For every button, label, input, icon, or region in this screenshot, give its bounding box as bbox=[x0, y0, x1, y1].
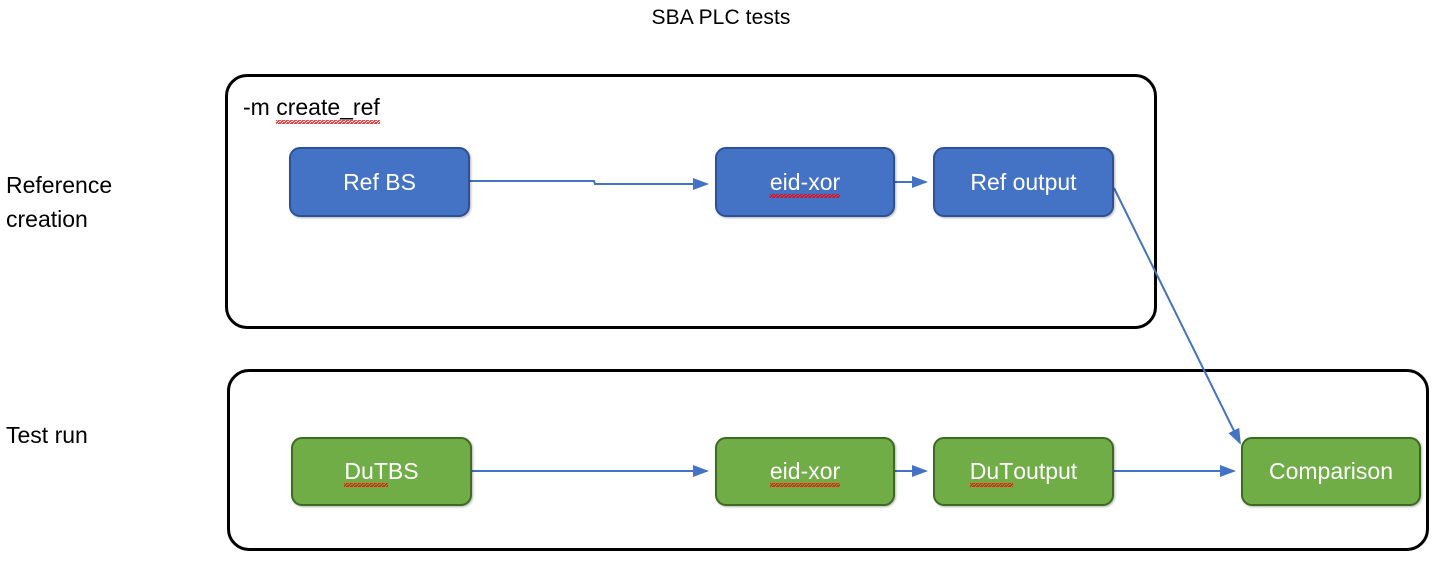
node-comparison[interactable]: Comparison bbox=[1241, 437, 1421, 506]
group-caption-prefix: -m bbox=[243, 94, 277, 120]
node-dut-output-label-rest: output bbox=[1013, 458, 1078, 484]
node-ref-bs-label: Ref BS bbox=[343, 168, 416, 195]
node-eid-xor-test-run-label: eid-xor bbox=[769, 458, 841, 487]
node-ref-output[interactable]: Ref output bbox=[933, 147, 1114, 217]
node-dut-bs-label-flagged: DuT bbox=[344, 458, 389, 487]
node-ref-output-label: Ref output bbox=[970, 168, 1077, 195]
node-eid-xor-test-run[interactable]: eid-xor bbox=[715, 437, 895, 506]
node-ref-bs[interactable]: Ref BS bbox=[289, 147, 470, 217]
node-eid-xor-reference-label: eid-xor bbox=[769, 168, 841, 198]
group-caption-create-ref: -m create_ref bbox=[243, 94, 380, 124]
group-box-test-run bbox=[227, 369, 1429, 551]
group-caption-flagged-text: create_ref bbox=[276, 94, 380, 124]
row-label-reference-creation: Reference creation bbox=[6, 172, 113, 233]
node-dut-bs-label-rest: BS bbox=[387, 458, 419, 484]
node-dut-output-label-flagged: DuT bbox=[969, 458, 1014, 487]
page-title: SBA PLC tests bbox=[651, 6, 791, 29]
row-label-test-run: Test run bbox=[6, 422, 88, 448]
node-dut-output[interactable]: DuT output bbox=[933, 437, 1114, 506]
node-dut-bs[interactable]: DuT BS bbox=[291, 437, 472, 506]
node-eid-xor-reference[interactable]: eid-xor bbox=[715, 147, 895, 217]
node-comparison-label: Comparison bbox=[1269, 458, 1393, 484]
